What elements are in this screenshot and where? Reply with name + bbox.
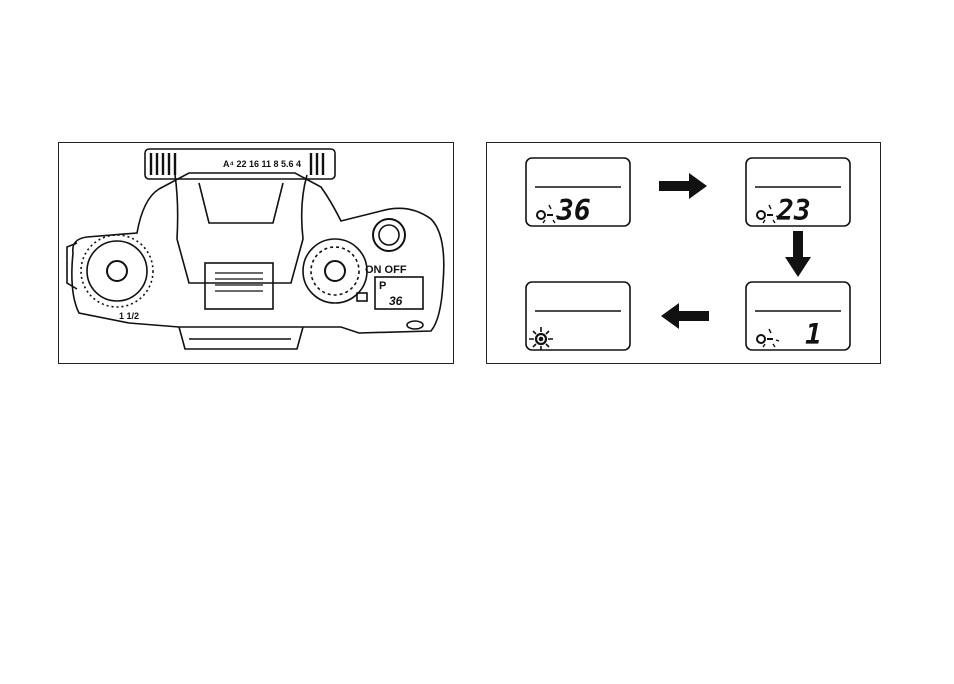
lcd-sequence-panel: 36 23 1: [486, 142, 881, 364]
lcd-frame-4: [525, 281, 631, 351]
camera-illustration: A⁴ 22 16 11 8 5.6 4 ON OFF P 36 1 1/2: [59, 143, 452, 362]
lcd-frame-count: 1: [805, 318, 822, 351]
film-cartridge-icon: [537, 211, 545, 219]
power-switch-label: ON OFF: [365, 264, 407, 276]
lcd-frame-2: 23: [745, 157, 851, 227]
lens-aperture-scale: A⁴ 22 16 11 8 5.6 4: [223, 159, 301, 169]
exposure-mode-letter: P: [379, 280, 386, 292]
arrow-down-icon: [785, 231, 811, 277]
blinking-film-icon: [529, 327, 553, 350]
camera-top-view-panel: A⁴ 22 16 11 8 5.6 4 ON OFF P 36 1 1/2: [58, 142, 454, 364]
arrow-left-icon: [659, 303, 709, 329]
drive-dial-fraction-label: 1 1/2: [119, 311, 139, 321]
film-cartridge-icon: [757, 335, 765, 343]
lcd-frame-count: 23: [776, 194, 811, 227]
camera-lcd-frame-count: 36: [389, 294, 403, 308]
film-cartridge-icon: [757, 211, 765, 219]
lcd-frame-count: 36: [556, 194, 591, 227]
lcd-frame-1: 36: [525, 157, 631, 227]
lcd-frame-3: 1: [745, 281, 851, 351]
arrow-right-icon: [659, 173, 709, 199]
